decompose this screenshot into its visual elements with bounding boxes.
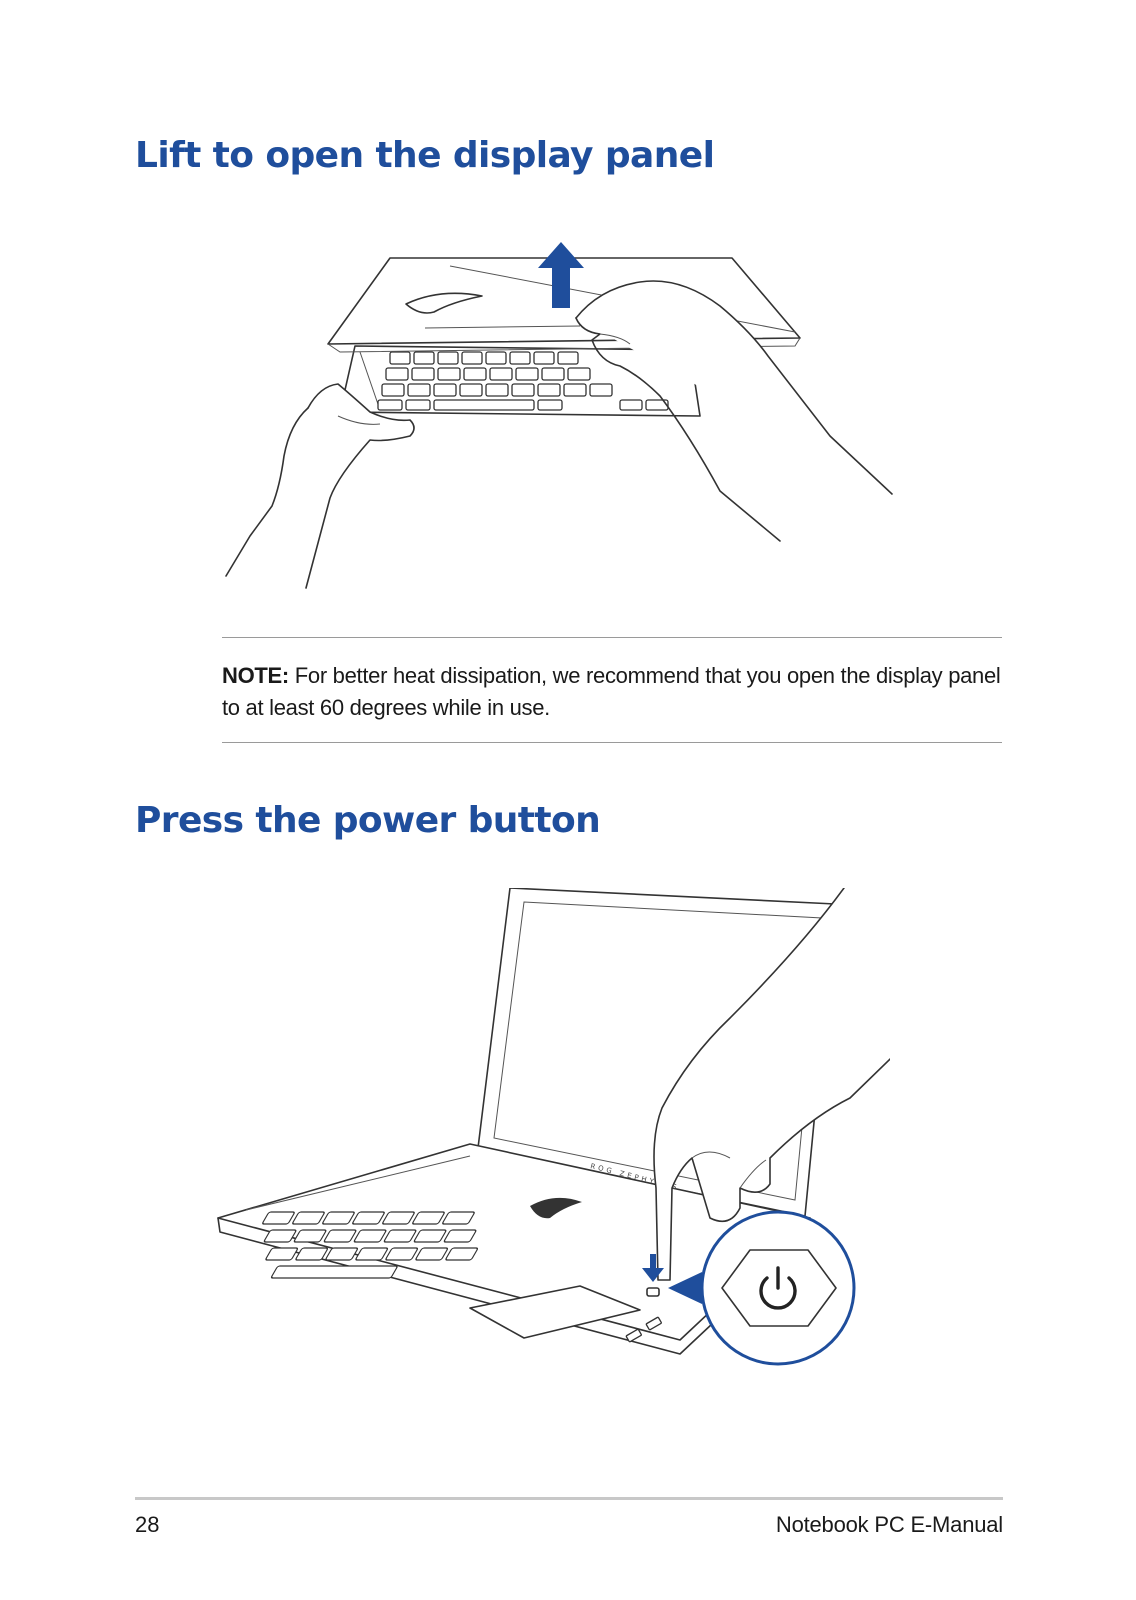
note-label: NOTE: [222,663,289,688]
note-bottom-rule [222,742,1002,743]
manual-title: Notebook PC E-Manual [775,1512,1003,1537]
usb-port [645,1316,662,1331]
footer-rule [135,1497,1003,1500]
lift-display-illustration [225,242,893,589]
zoom-arrow-icon [668,1272,702,1304]
usb-port [625,1328,642,1343]
left-hand [305,383,415,589]
section-heading-power-button: Press the power button [135,800,601,841]
hand-pointing [653,888,890,1281]
deck-power-button [646,1287,660,1297]
note-top-rule [222,637,1002,638]
right-hand [575,280,893,495]
page-number: 28 [135,1512,160,1537]
power-button-illustration: ROG ZEPHYRUS [217,888,890,1366]
keyboard-keys [262,1211,479,1279]
deck-logo-icon [530,1197,582,1219]
power-icon [759,1266,797,1310]
lid-logo-icon [405,292,483,314]
keyboard-keys [377,351,669,411]
lift-arrow-icon [538,242,584,308]
note-paragraph: NOTE: For better heat dissipation, we re… [222,660,1002,724]
note-text: For better heat dissipation, we recommen… [222,663,1001,720]
touchpad [469,1285,641,1339]
press-arrow-icon [642,1254,664,1282]
section-heading-open-display: Lift to open the display panel [135,135,715,176]
